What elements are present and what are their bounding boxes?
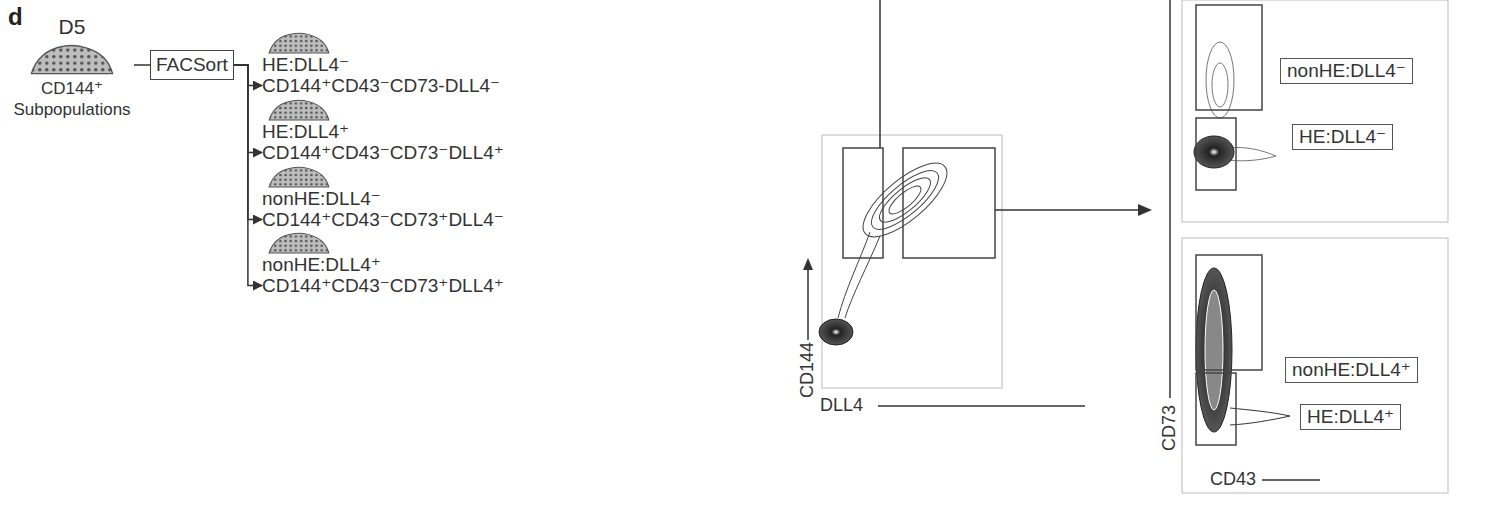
cell-mound-icon (268, 164, 330, 188)
connector (134, 64, 150, 66)
gate (1196, 373, 1236, 445)
leader-line (995, 209, 1140, 211)
cell-population: D5CD144⁺ Subpopulations (10, 14, 134, 120)
plot-frame (1182, 238, 1448, 493)
cell-population: nonHE:DLL4⁺CD144⁺CD43⁻CD73⁺DLL4⁺ (262, 230, 504, 296)
node-text: CD144⁺CD43⁻CD73-DLL4⁻ (262, 75, 500, 96)
process-box: FACSort (150, 50, 234, 80)
axis-label: CD43 (1208, 470, 1258, 490)
contour-blob (1230, 408, 1290, 425)
gate (1196, 118, 1236, 190)
axis-label: CD144 (798, 340, 818, 400)
plot-frame (822, 135, 1002, 388)
node-text: CD144⁺CD43⁻CD73⁻DLL4⁺ (262, 142, 504, 163)
contour-blob (1196, 268, 1232, 432)
axis-line (807, 268, 809, 340)
node-heading: nonHE:DLL4⁻ (262, 188, 504, 209)
axis-line (1169, 0, 1171, 398)
gate-label: nonHE:DLL4⁻ (1280, 58, 1413, 84)
cell-population: nonHE:DLL4⁻CD144⁺CD43⁻CD73⁺DLL4⁻ (262, 164, 504, 230)
gate (903, 148, 995, 258)
node-heading: HE:DLL4⁻ (262, 54, 500, 75)
node-heading: HE:DLL4⁺ (262, 121, 504, 142)
cell-mound-icon (268, 97, 330, 121)
node-heading: nonHE:DLL4⁻ (1287, 60, 1406, 82)
leader-line (879, 0, 881, 148)
contour-blob (1194, 136, 1234, 168)
connector (234, 65, 262, 286)
gate (1196, 5, 1262, 110)
cell-mound-icon (268, 230, 330, 254)
cell-population: HE:DLL4⁺CD144⁺CD43⁻CD73⁻DLL4⁺ (262, 97, 504, 163)
axis-line (1262, 479, 1320, 481)
node-text: CD144⁺CD43⁻CD73⁺DLL4⁻ (262, 209, 504, 230)
cell-mound-icon (30, 41, 114, 75)
node-heading: HE:DLL4⁺ (1307, 406, 1394, 428)
gate (843, 148, 883, 258)
node-heading: nonHE:DLL4⁺ (1292, 359, 1411, 381)
arrow-head (803, 258, 813, 270)
gate-label: HE:DLL4⁻ (1292, 124, 1393, 150)
contour-blob (838, 151, 958, 318)
arrow-head (1138, 204, 1152, 216)
cell-mound-icon (268, 30, 330, 54)
gate-label: HE:DLL4⁺ (1300, 404, 1401, 430)
node-heading: D5 (10, 14, 134, 39)
cell-population: HE:DLL4⁻CD144⁺CD43⁻CD73-DLL4⁻ (262, 30, 500, 96)
contour-blob (819, 319, 853, 345)
panel-letter: d (6, 4, 25, 30)
node-heading: HE:DLL4⁻ (1299, 126, 1386, 148)
contour-blob (1205, 290, 1223, 410)
node-text: CD144⁺CD43⁻CD73⁺DLL4⁺ (262, 275, 504, 296)
axis-line (878, 405, 1085, 407)
axis-label: CD73 (1160, 403, 1180, 453)
axis-label: DLL4 (818, 396, 865, 416)
gate (1196, 255, 1262, 370)
node-text: CD144⁺ Subpopulations (10, 79, 134, 120)
gate-label: nonHE:DLL4⁺ (1285, 357, 1418, 383)
node-heading: FACSort (156, 54, 228, 76)
node-heading: nonHE:DLL4⁺ (262, 254, 504, 275)
plot-frame (1182, 0, 1448, 222)
